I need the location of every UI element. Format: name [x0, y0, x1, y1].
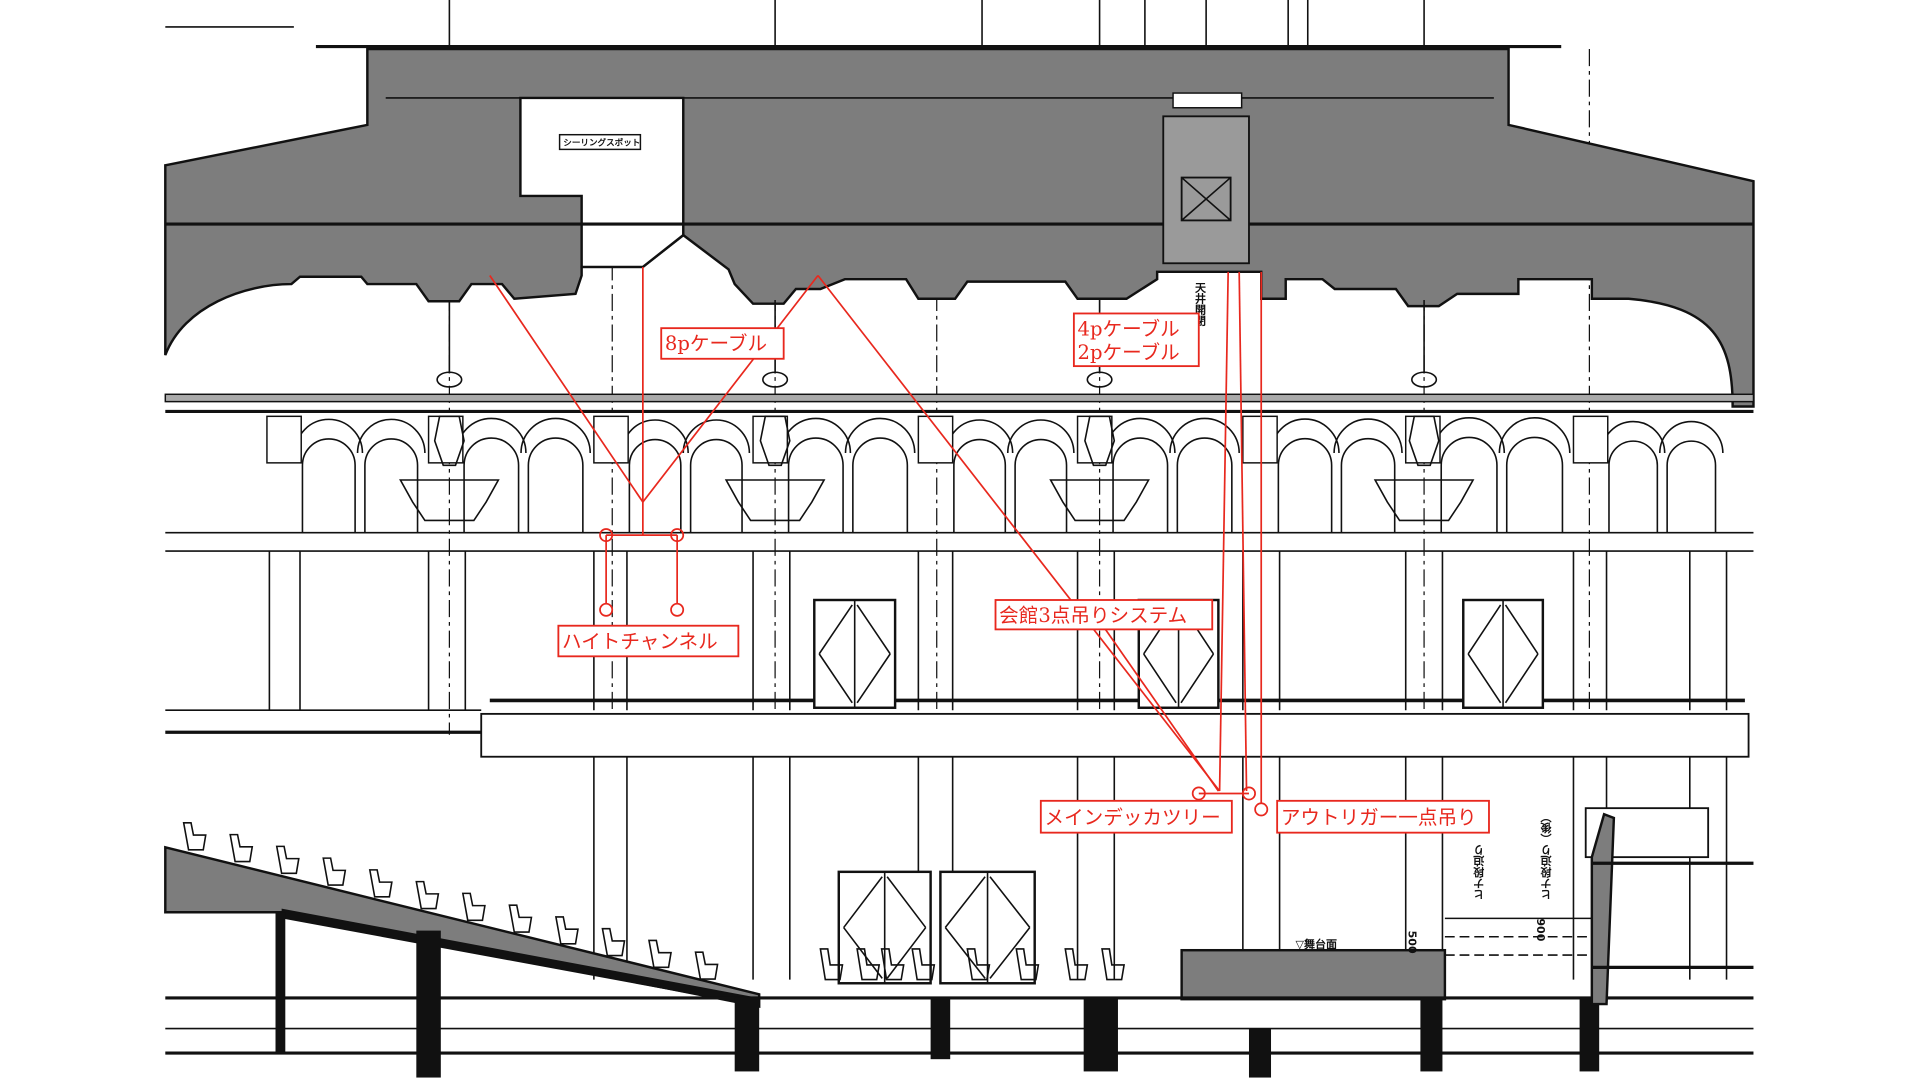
seat [275, 845, 300, 875]
mic-icon [1191, 786, 1206, 801]
seat [415, 880, 440, 910]
dim-500: 500 [1405, 931, 1418, 954]
label-main-decca-tree: メインデッカツリー [1044, 806, 1220, 829]
cornice [164, 393, 1755, 414]
dim-900: 900 [1534, 918, 1547, 941]
mic-icon [670, 528, 685, 543]
seat [368, 869, 393, 898]
seat [461, 892, 486, 922]
seat [182, 822, 207, 851]
room-label: シーリングスポット [563, 137, 640, 149]
label-2p-cable: 2pケーブル [1078, 341, 1180, 364]
seat [648, 939, 672, 969]
ceiling-section: シーリングスポット 天井開閉 [164, 44, 1755, 408]
seat [508, 904, 533, 933]
seat [554, 916, 579, 945]
mic-icon [599, 528, 614, 543]
columns [268, 551, 1728, 980]
riser-lift-rear-label: ヒナ段迫り（後） [1540, 812, 1554, 900]
ceiling-hoist [1162, 115, 1250, 265]
microphone-rigging: 8pケーブル 4pケーブル 2pケーブル ハイトチャンネル 会館3点吊りシステム… [489, 266, 1490, 834]
label-8p-cable: 8pケーブル [665, 332, 767, 355]
label-outrigger: アウトリガー一点吊り [1281, 806, 1477, 829]
mic-icon [599, 602, 614, 617]
seat [229, 833, 254, 863]
mic-icon [1242, 786, 1256, 801]
label-hall-3point: 会館3点吊りシステム [999, 604, 1187, 627]
doors [813, 598, 1545, 985]
room-label-box [558, 133, 642, 151]
stage-floor: ▽舞台面 500 900 ヒナ段迫り ヒナ段迫り（後） [165, 807, 1754, 1078]
arcade [266, 300, 1724, 533]
audience-seating [164, 822, 1126, 1009]
stage-riser [1180, 948, 1447, 1001]
label-height-channel: ハイトチャンネル [562, 630, 718, 653]
stage-level-label: ▽舞台面 [1296, 937, 1338, 951]
label-4p-cable: 4pケーブル [1078, 318, 1180, 341]
mic-icon [1254, 802, 1269, 817]
seat [694, 951, 719, 980]
riser-lift-label: ヒナ段迫り [1472, 845, 1486, 900]
seat [322, 857, 347, 886]
seat [601, 927, 626, 957]
mic-icon [670, 602, 685, 617]
